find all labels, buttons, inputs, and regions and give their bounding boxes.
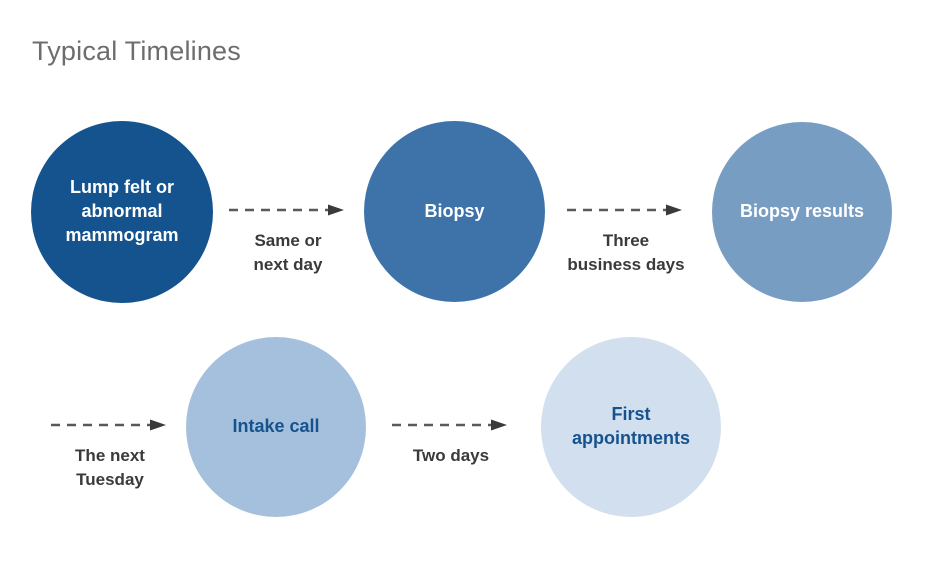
connector-two-days: Two days — [390, 418, 512, 468]
connector-three-business-days: Three business days — [566, 203, 686, 277]
connector-same-or-next-day: Same or next day — [228, 203, 348, 277]
connector-label: Two days — [412, 446, 490, 465]
connector-label: The next Tuesday — [75, 446, 145, 490]
dashed-arrow-right-icon — [51, 419, 166, 431]
node-label: Biopsy results — [739, 201, 865, 222]
node-biopsy-results: Biopsy results — [712, 122, 892, 302]
node-biopsy: Biopsy — [364, 121, 545, 302]
node-first-appointments: First appointments — [541, 337, 721, 517]
connector-label: Three business days — [567, 231, 685, 275]
node-intake-call: Intake call — [186, 337, 366, 517]
node-lump-felt-or-abnormal-mammogram: Lump felt or abnormal mammogram — [31, 121, 213, 303]
node-label: First appointments — [571, 404, 690, 448]
connector-label: Same or next day — [253, 231, 323, 275]
node-label: Intake call — [232, 416, 320, 437]
page-title: Typical Timelines — [32, 36, 241, 66]
node-label: Biopsy — [424, 200, 485, 221]
dashed-arrow-right-icon — [229, 204, 344, 216]
dashed-arrow-right-icon — [392, 419, 507, 431]
dashed-arrow-right-icon — [567, 204, 682, 216]
connector-the-next-tuesday: The next Tuesday — [50, 418, 170, 492]
node-label: Lump felt or abnormal mammogram — [65, 177, 179, 245]
